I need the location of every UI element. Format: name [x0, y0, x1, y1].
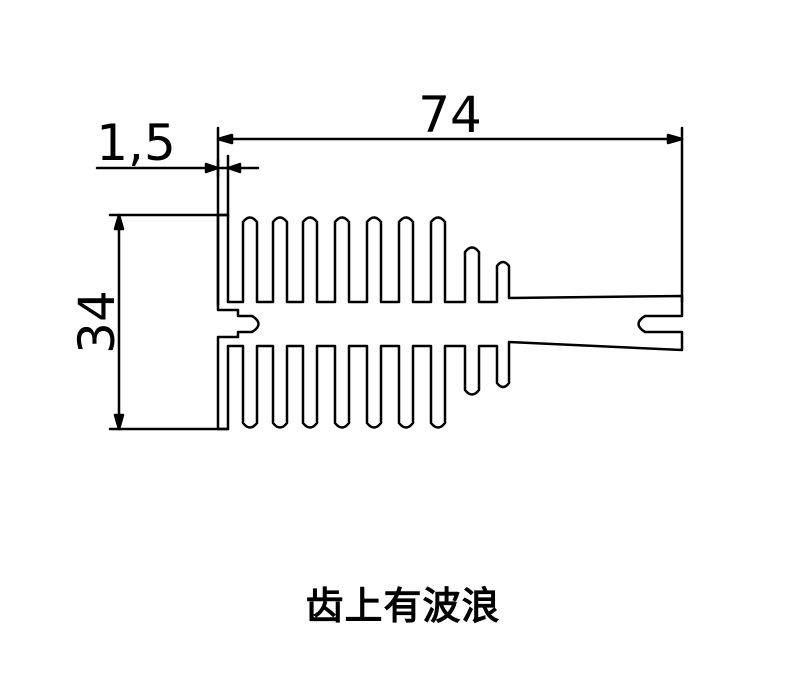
dimension-label-height: 34 — [68, 290, 126, 354]
dimension-label-thickness: 1,5 — [96, 114, 176, 172]
dimension-label-length: 74 — [418, 86, 482, 144]
drawing-caption: 齿上有波浪 — [305, 584, 501, 628]
dimension-thickness-1-5 — [95, 154, 260, 218]
heatsink-profile-outline — [216, 213, 684, 431]
dimension-height-34 — [108, 213, 230, 431]
